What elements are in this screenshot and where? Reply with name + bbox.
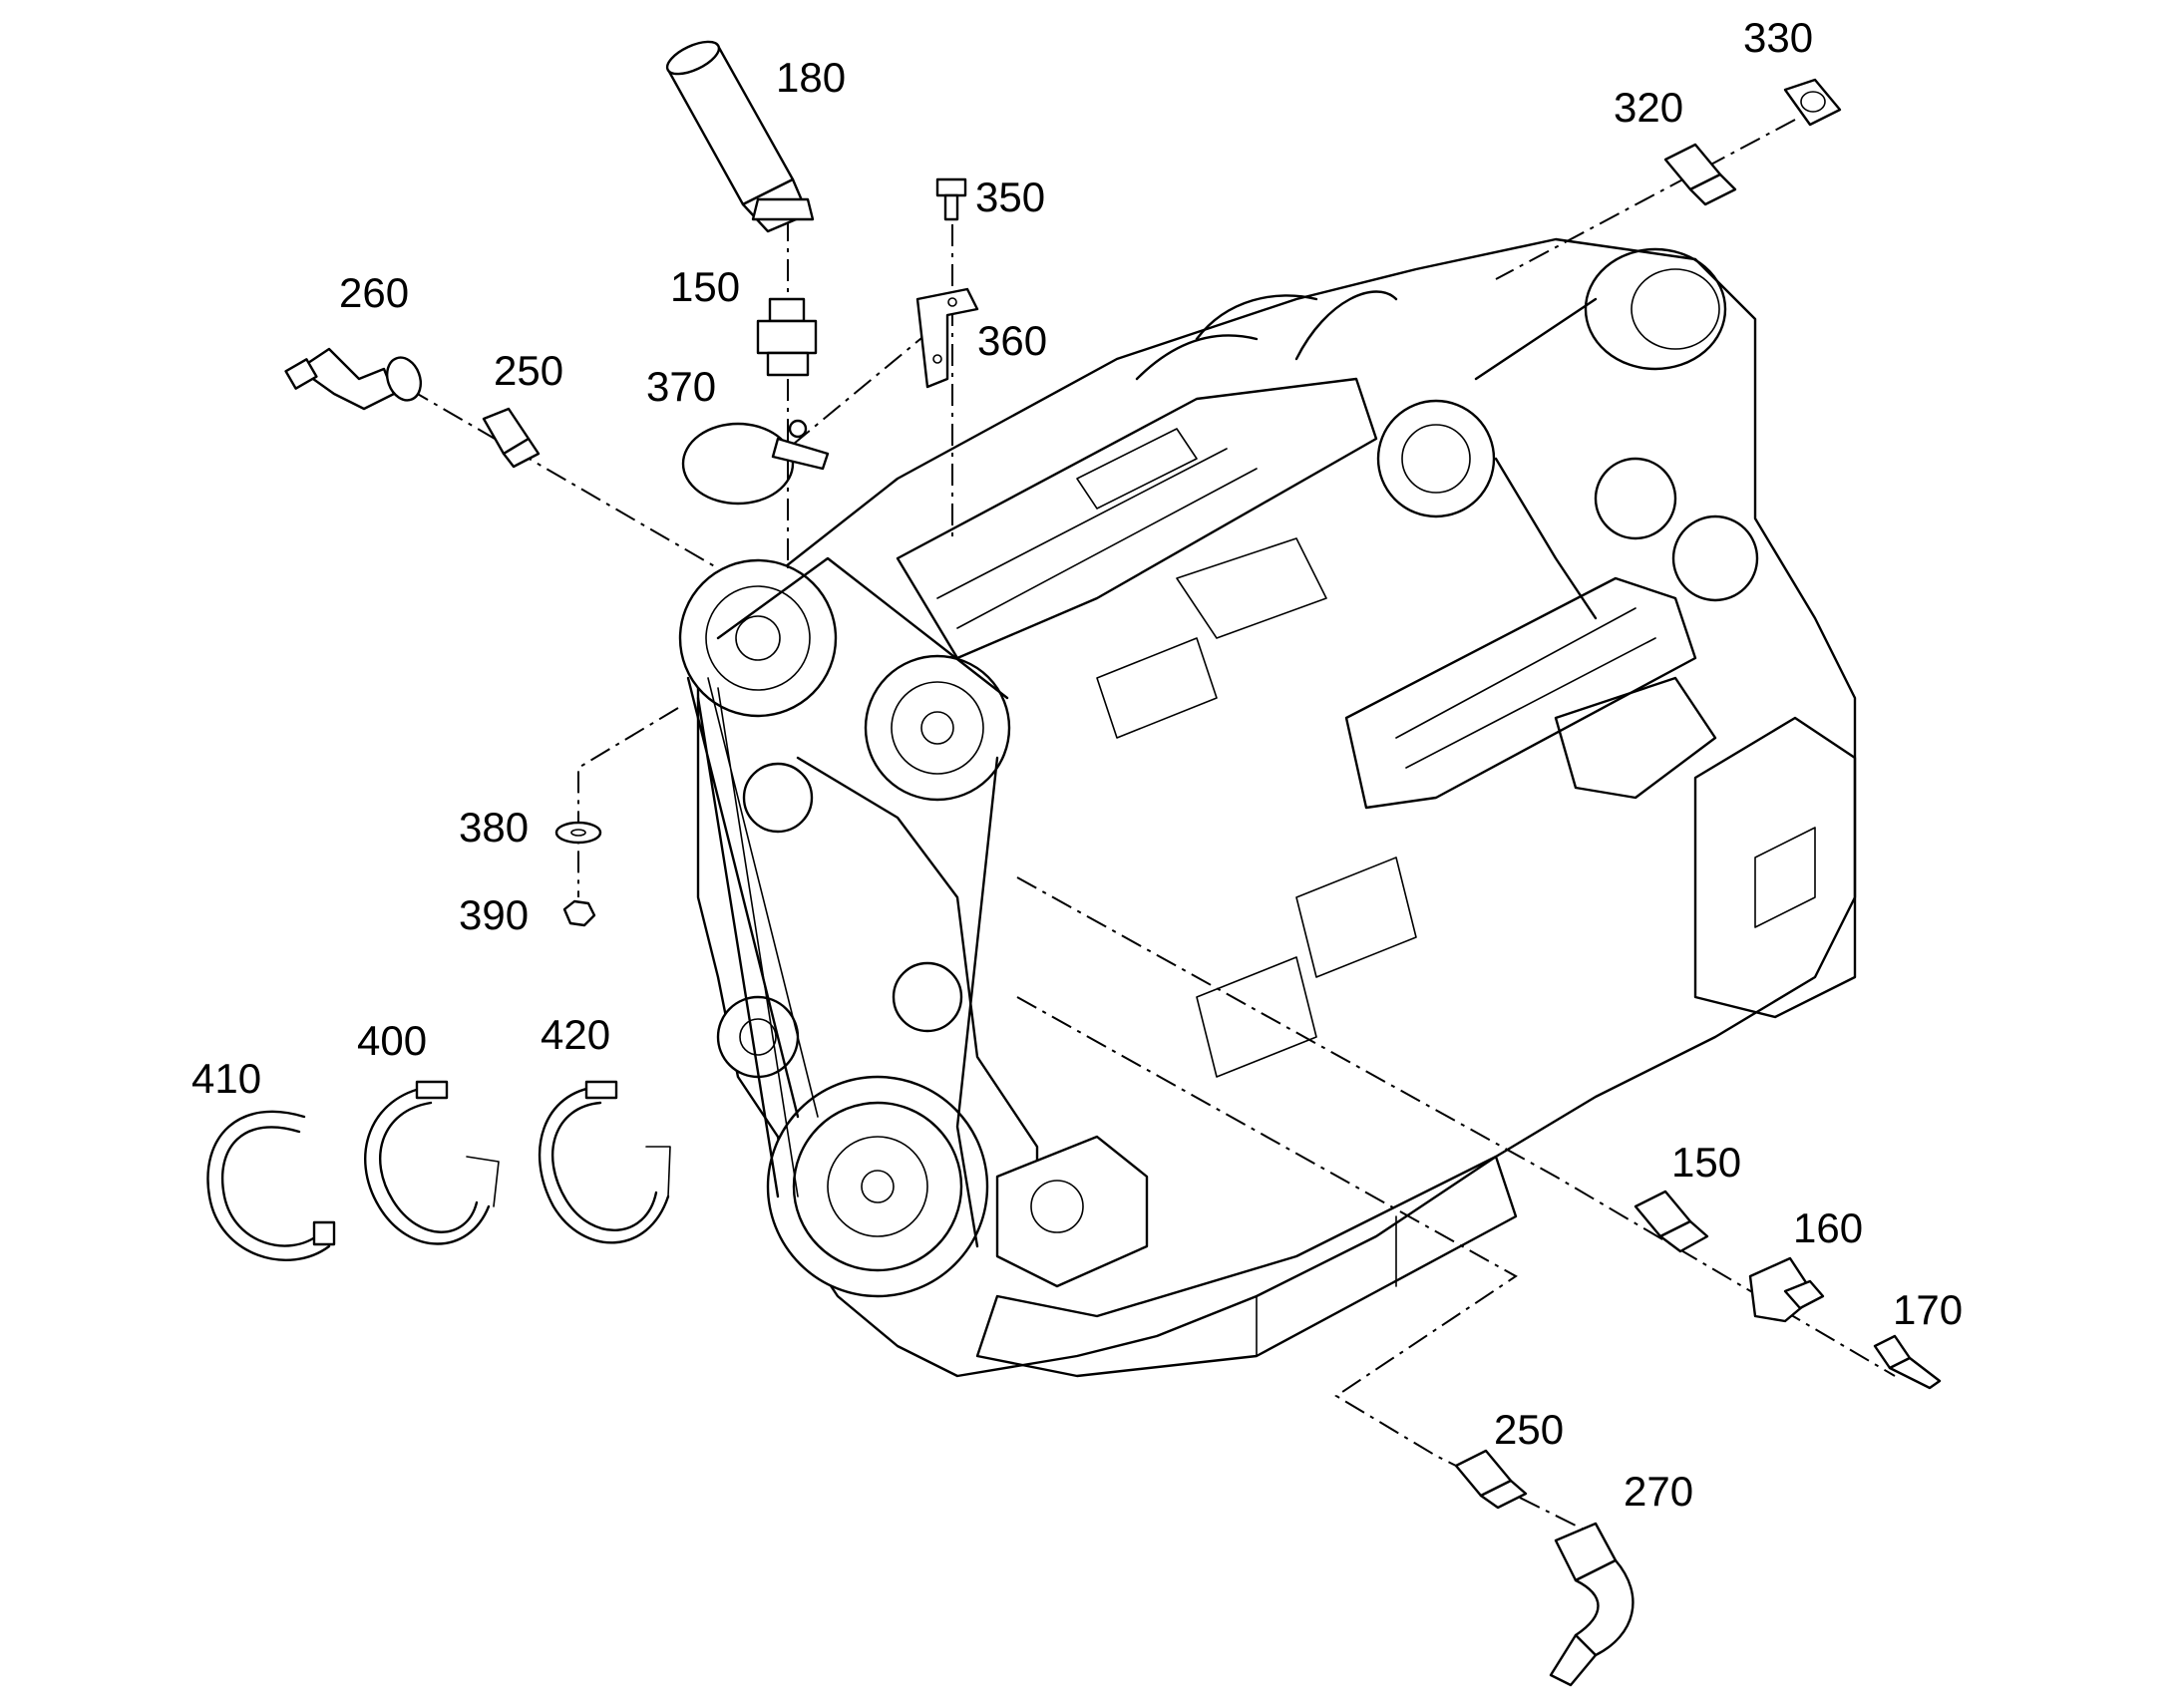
callout-170: 170 [1893, 1286, 1963, 1333]
part-150-fitting-right [1634, 1190, 1709, 1253]
part-150-fitting-top [756, 297, 818, 377]
callout-370: 370 [646, 363, 716, 410]
callout-380: 380 [459, 804, 529, 851]
part-370-clamp [681, 419, 830, 506]
callout-360: 360 [977, 317, 1047, 364]
part-250-fitting-top [482, 407, 541, 469]
part-160-sensor [1748, 1256, 1825, 1323]
callout-labels: 180 330 320 350 150 260 360 250 370 380 … [191, 14, 1963, 1515]
part-410-band-clamp [206, 1110, 336, 1261]
part-390-nut [562, 899, 596, 927]
callout-350: 350 [975, 173, 1045, 220]
part-420-band-clamp [538, 1080, 671, 1244]
callout-270: 270 [1624, 1468, 1693, 1515]
callout-150-right: 150 [1671, 1139, 1741, 1186]
callout-320: 320 [1614, 84, 1683, 131]
part-350-bolt [935, 177, 967, 221]
part-260-elbow [284, 347, 423, 411]
callout-410: 410 [191, 1055, 261, 1102]
callout-250-bottom: 250 [1494, 1406, 1564, 1453]
part-270-elbow [1549, 1522, 1635, 1687]
part-360-bracket [915, 287, 979, 389]
part-380-washer [554, 821, 602, 845]
callout-400: 400 [357, 1017, 427, 1064]
callout-250-top: 250 [494, 347, 563, 394]
part-170-plug [1873, 1334, 1942, 1390]
part-180-hose [665, 40, 815, 233]
part-330-cap [1783, 78, 1842, 127]
part-250-fitting-bottom [1454, 1449, 1528, 1510]
callout-180: 180 [776, 54, 846, 101]
engine-assembly [678, 237, 1857, 1378]
callout-390: 390 [459, 891, 529, 938]
part-400-band-clamp [364, 1080, 500, 1245]
callout-150-top: 150 [670, 263, 740, 310]
callout-260: 260 [339, 269, 409, 316]
part-320-fitting [1663, 143, 1737, 206]
callout-160: 160 [1793, 1204, 1863, 1251]
callout-330: 330 [1743, 14, 1813, 61]
callout-420: 420 [541, 1011, 610, 1058]
